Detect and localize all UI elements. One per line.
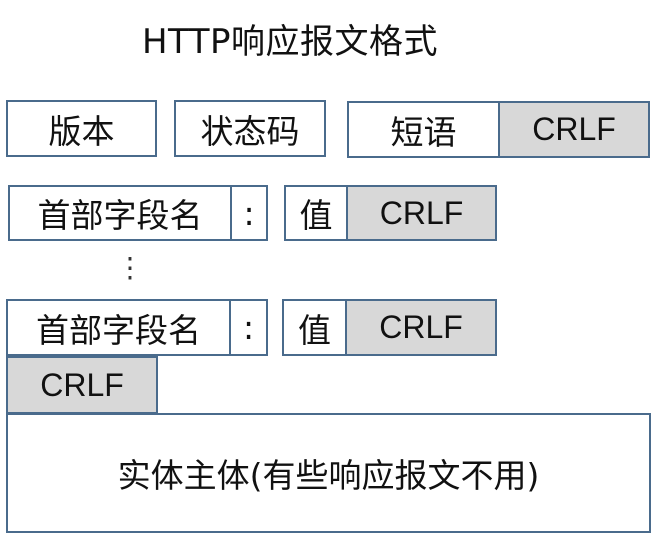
header-colon-box: : (230, 185, 268, 241)
blank-line-crlf-box: CRLF (6, 356, 158, 414)
status-line-crlf-box: CRLF (498, 101, 650, 158)
header-field-name-box: 首部字段名 (8, 185, 232, 241)
phrase-box: 短语 (347, 101, 500, 158)
header-crlf-box: CRLF (345, 299, 497, 356)
diagram-title: HTTP响应报文格式 (141, 22, 438, 62)
header-value-box: 值 (282, 299, 347, 356)
ellipsis: ⋮ (116, 251, 144, 284)
header-value-box: 值 (284, 185, 348, 241)
version-box: 版本 (6, 100, 157, 157)
header-field-name-box: 首部字段名 (6, 299, 231, 356)
entity-body-box: 实体主体(有些响应报文不用) (6, 413, 651, 533)
header-colon-box: : (229, 299, 268, 356)
header-crlf-box: CRLF (346, 185, 497, 241)
status-code-box: 状态码 (174, 100, 326, 157)
